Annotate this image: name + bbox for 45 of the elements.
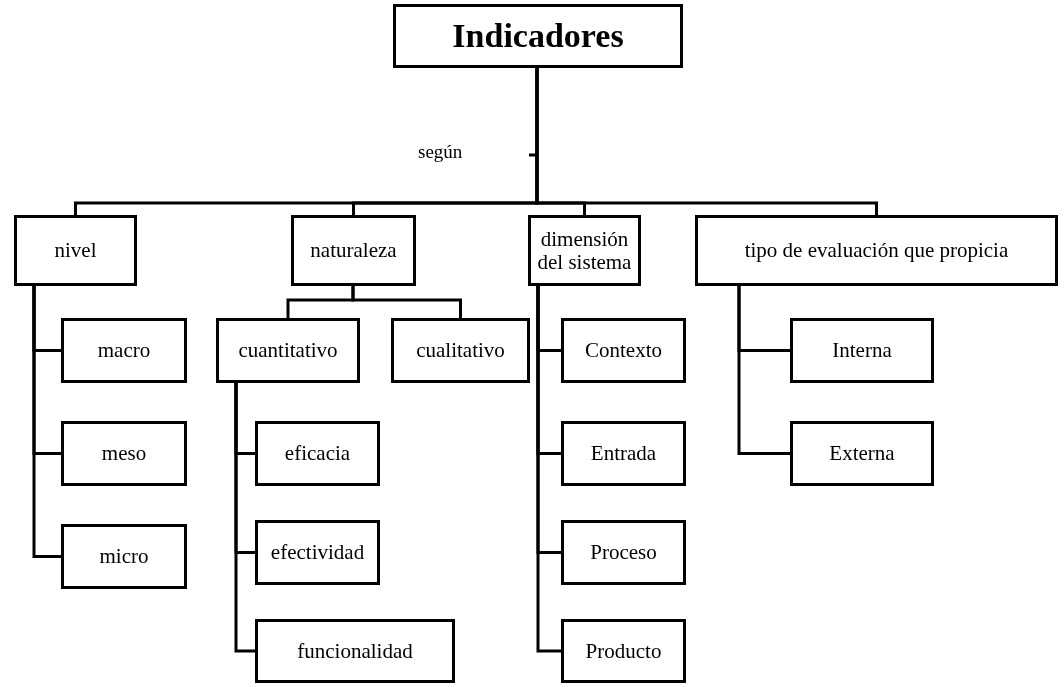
node-label: efectividad xyxy=(270,541,365,564)
category-box xyxy=(561,421,686,486)
node-label: Interna xyxy=(832,339,892,362)
node-label: Entrada xyxy=(590,442,657,465)
connector-line xyxy=(737,286,790,455)
node-label: dimensión del sistema xyxy=(536,228,633,273)
category-box xyxy=(14,215,137,286)
node-label: funcionalidad xyxy=(297,639,413,662)
connector-line xyxy=(351,286,462,318)
node-label: cuantitativo xyxy=(238,339,338,362)
connector-line xyxy=(535,68,878,215)
node-label: cualitativo xyxy=(416,339,505,362)
category-box xyxy=(61,524,187,589)
category-box xyxy=(561,318,686,383)
node-label: Externa xyxy=(829,442,895,465)
category-box xyxy=(255,421,380,486)
node-label: meso xyxy=(101,442,147,465)
category-box xyxy=(255,520,380,585)
category-box xyxy=(695,215,1058,286)
category-box xyxy=(255,619,455,683)
category-box xyxy=(61,318,187,383)
category-box xyxy=(790,421,934,486)
category-box xyxy=(790,318,934,383)
node-label: Proceso xyxy=(590,541,657,564)
category-box xyxy=(216,318,360,383)
category-box xyxy=(561,520,686,585)
node-label: tipo de evaluación que propicia xyxy=(744,239,1009,262)
node-label: macro xyxy=(97,339,151,362)
connector-label: según xyxy=(418,141,463,163)
node-label: Indicadores xyxy=(452,18,624,54)
node-label: Producto xyxy=(585,639,662,662)
category-box xyxy=(528,215,641,286)
category-box xyxy=(61,421,187,486)
connector-line xyxy=(536,286,561,653)
category-box xyxy=(391,318,530,383)
node-label: naturaleza xyxy=(310,239,397,262)
node-label: eficacia xyxy=(284,442,351,465)
category-box xyxy=(291,215,416,286)
category-box xyxy=(561,619,686,683)
title-box xyxy=(393,4,683,68)
node-label: Contexto xyxy=(585,339,662,362)
node-label: micro xyxy=(99,545,149,568)
node-label: nivel xyxy=(54,239,97,262)
connector-line xyxy=(234,383,255,653)
connector-line xyxy=(32,286,61,558)
